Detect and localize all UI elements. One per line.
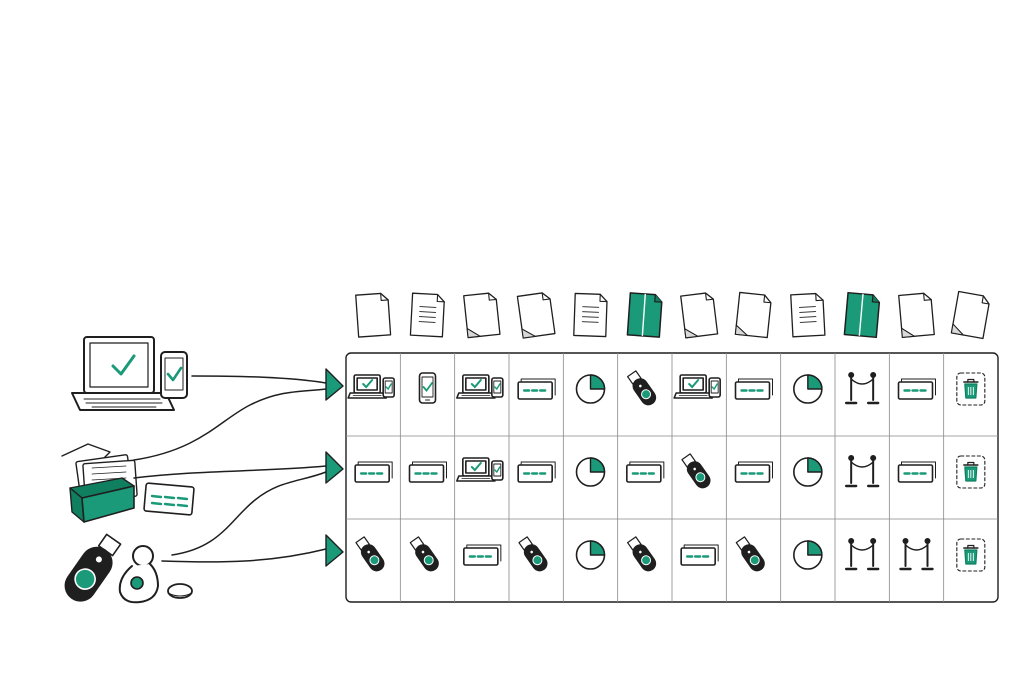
card-icon (463, 544, 502, 566)
card-icon (626, 461, 665, 483)
card-icon (517, 378, 556, 400)
connector-line (191, 375, 327, 384)
arrow-head-icon (325, 368, 344, 401)
icon-grid (345, 352, 999, 603)
connectors-layer (133, 368, 344, 567)
pie-icon (575, 457, 606, 487)
laptop-phone-icon (347, 374, 395, 399)
card-icon (897, 461, 936, 483)
connector-line (171, 471, 327, 556)
pie-icon (793, 374, 823, 404)
usb-key-icon (681, 453, 711, 489)
document-folded-icon (898, 292, 935, 338)
document-lined-icon (790, 292, 826, 338)
connector-line (161, 548, 327, 563)
laptop-phone-check-icon (71, 336, 188, 411)
connector-line (133, 388, 327, 461)
stanchion-icon (899, 537, 934, 571)
card-icon (734, 461, 773, 483)
usb-key-icon (518, 536, 548, 572)
pie-icon (575, 540, 606, 570)
document-filled-icon (626, 292, 663, 338)
document-folded-icon (734, 291, 772, 339)
pie-icon (793, 457, 823, 487)
usb-key-icon (735, 536, 765, 572)
card-icon (354, 461, 393, 483)
document-folded-icon (516, 292, 556, 339)
security-key-fob-icon (64, 533, 193, 604)
card-icon (734, 378, 773, 400)
laptop-phone-icon (456, 457, 504, 482)
document-blank-icon (355, 292, 392, 338)
connector-line (133, 465, 327, 479)
usb-key-icon (627, 536, 657, 572)
document-lined-icon (573, 292, 608, 338)
stanchion-icon (844, 454, 880, 488)
card-icon (897, 378, 936, 400)
stanchion-icon (844, 537, 880, 571)
arrow-head-icon (325, 451, 344, 484)
laptop-phone-icon (456, 374, 504, 399)
document-folded-icon (463, 292, 501, 339)
trash-icon (956, 455, 986, 489)
card-icon (408, 461, 447, 483)
card-icon (680, 544, 719, 566)
usb-key-icon (409, 536, 439, 572)
documents-row (355, 290, 990, 340)
document-folded-icon (680, 292, 719, 339)
pie-icon (575, 374, 606, 404)
trash-icon (956, 372, 986, 406)
laptop-phone-icon (673, 374, 721, 399)
pie-icon (793, 540, 823, 570)
stanchion-icon (844, 371, 880, 405)
usb-key-icon (355, 536, 385, 572)
trash-icon (956, 538, 986, 572)
card-box-icon (61, 443, 195, 523)
document-folded-icon (950, 290, 990, 340)
sources-layer (61, 336, 195, 604)
document-lined-icon (409, 292, 445, 338)
usb-key-icon (627, 370, 657, 406)
phone-icon (418, 372, 437, 404)
document-filled-icon (843, 291, 881, 339)
arrow-head-icon (325, 534, 344, 567)
card-icon (517, 461, 556, 483)
